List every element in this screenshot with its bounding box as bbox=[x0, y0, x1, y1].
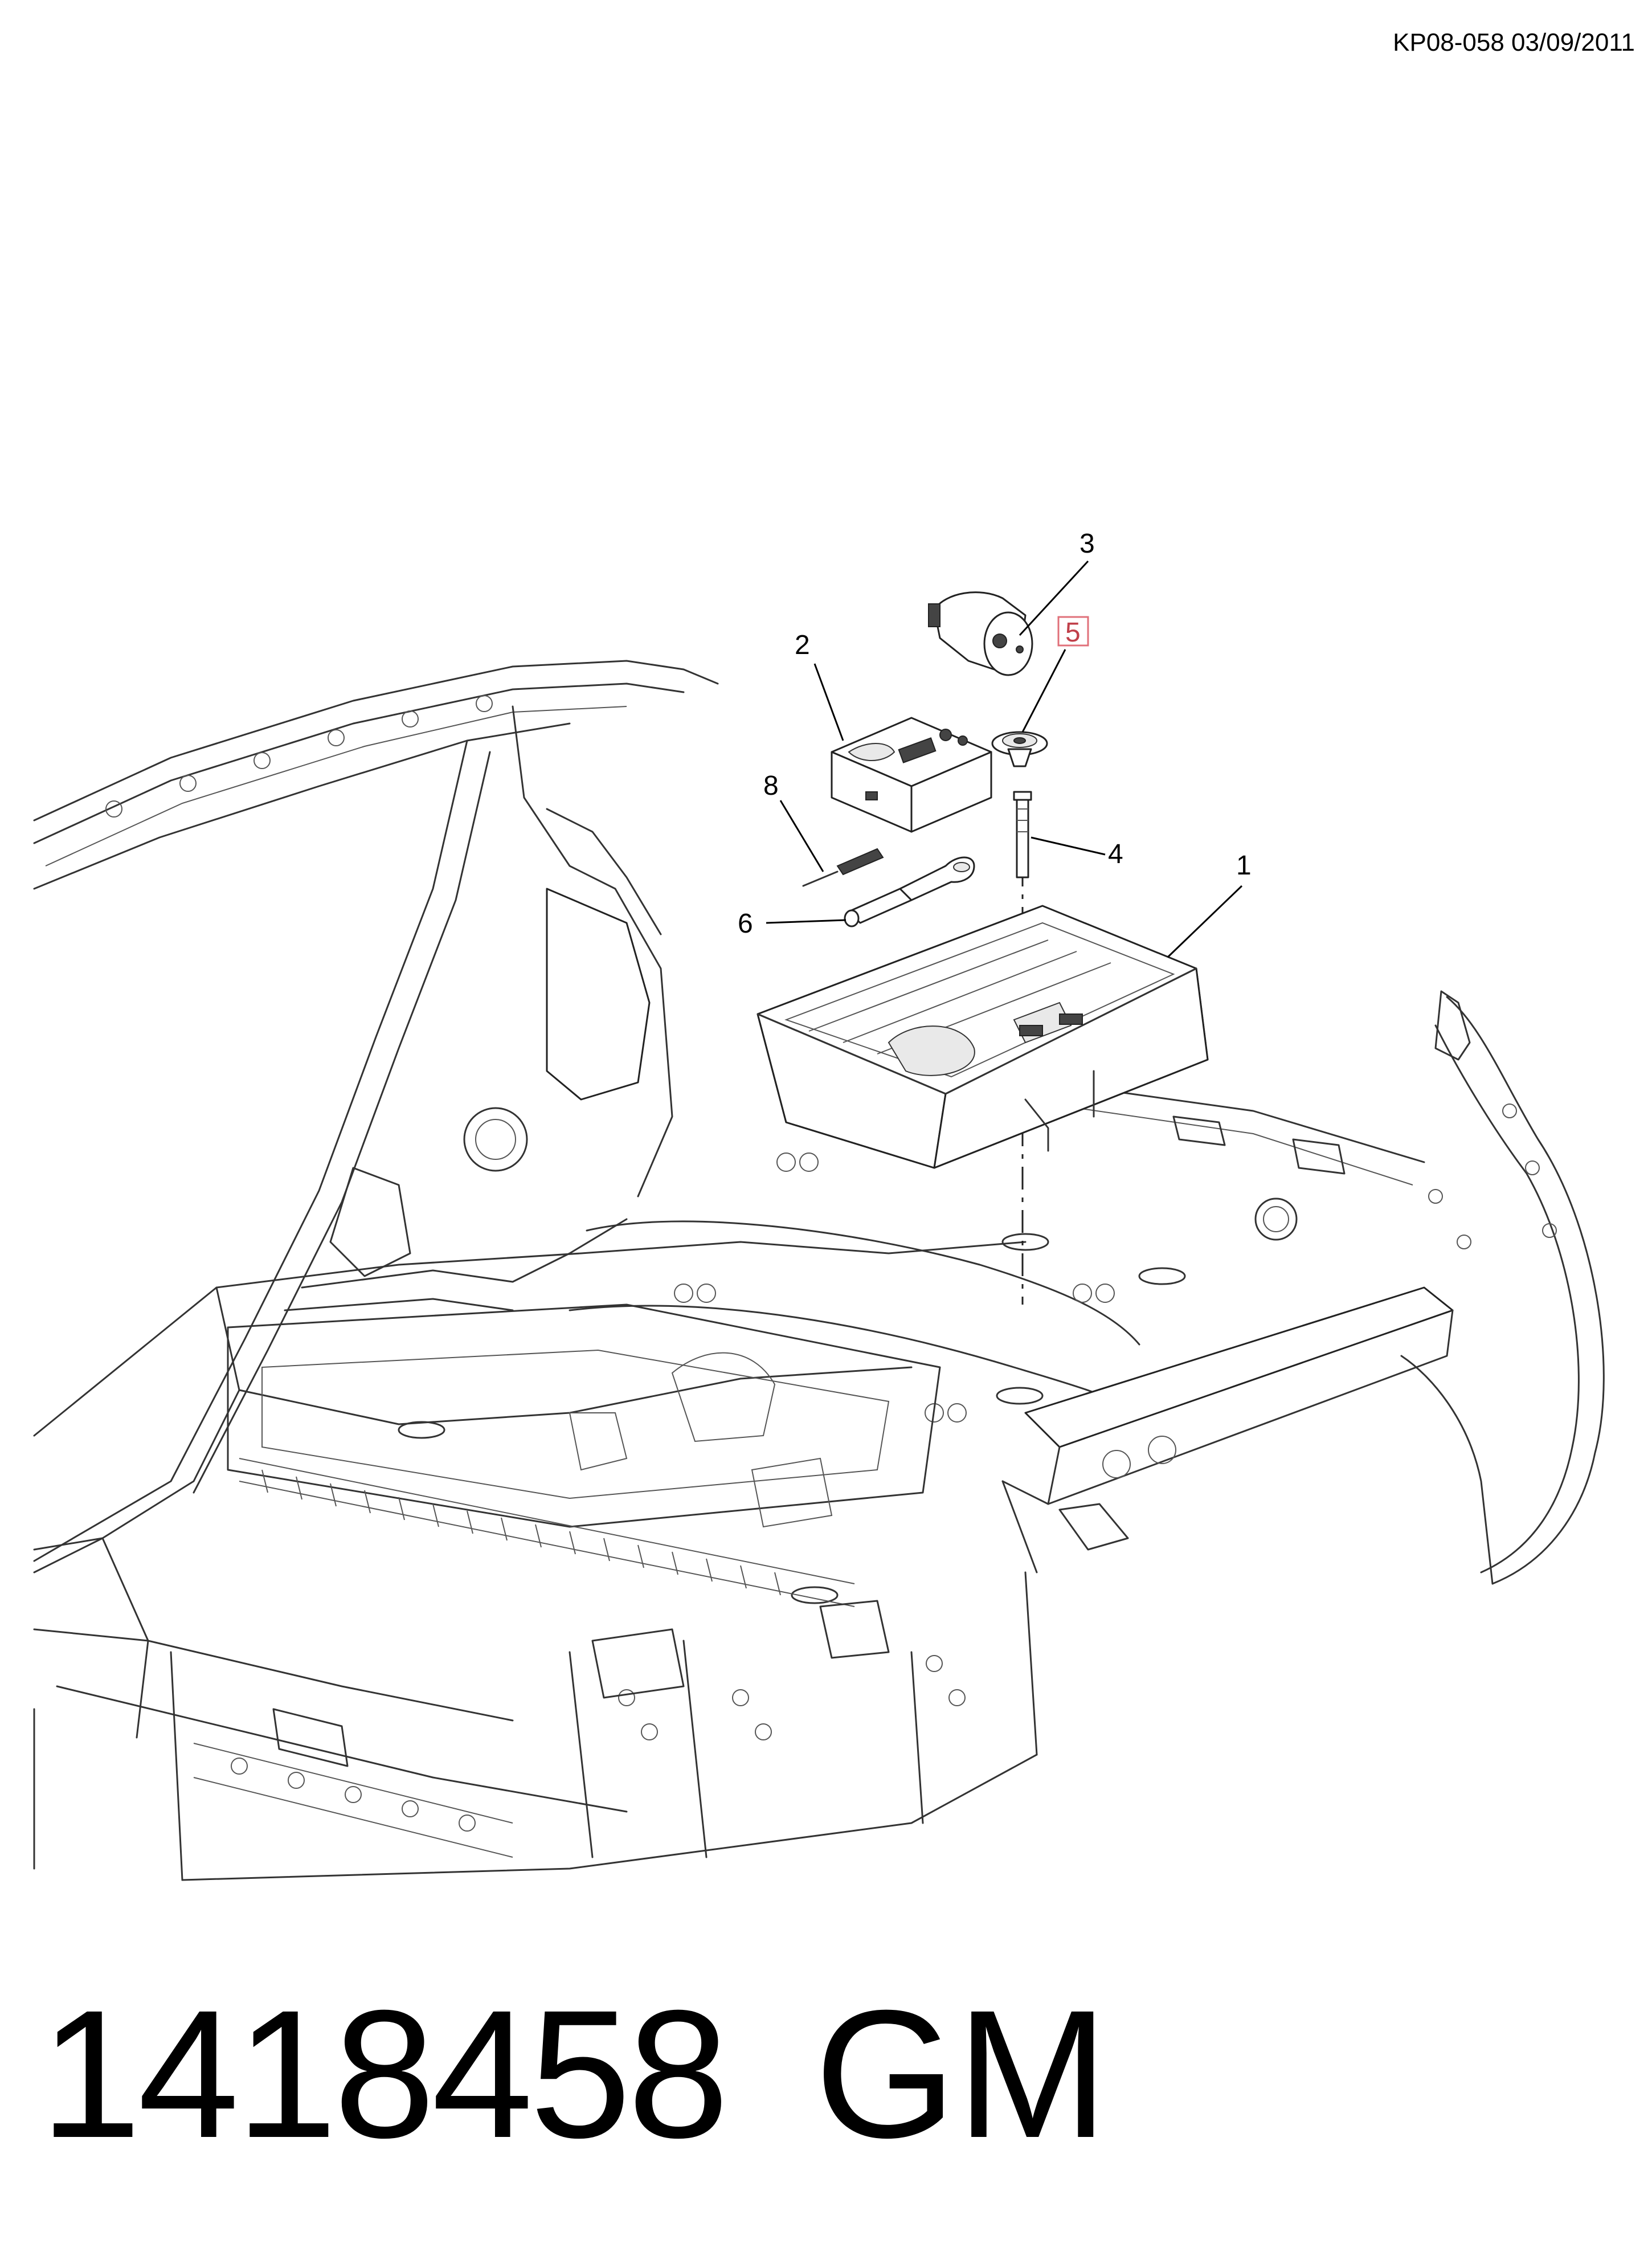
callout-6: 6 bbox=[738, 909, 753, 939]
leader-8 bbox=[779, 800, 824, 872]
callout-3: 3 bbox=[1079, 529, 1095, 559]
callout-labels: 1 2 3 4 5 6 8 bbox=[738, 529, 1252, 939]
part-6-tow-eye bbox=[844, 856, 975, 927]
leader-6 bbox=[766, 919, 847, 924]
vehicle-body-structure bbox=[33, 660, 1605, 1881]
callout-5: 5 bbox=[1065, 618, 1081, 648]
part-1-tray bbox=[757, 905, 1209, 1169]
callout-5-highlight-box bbox=[1057, 616, 1089, 647]
part-4-retainer-bolt bbox=[1013, 791, 1032, 878]
leader-4 bbox=[1031, 836, 1106, 856]
leader-1 bbox=[1167, 885, 1243, 958]
part-3-sealant-bottle bbox=[928, 591, 1033, 676]
callout-1: 1 bbox=[1236, 851, 1252, 881]
callout-leaders bbox=[766, 560, 1243, 958]
brand-name: GM bbox=[815, 1972, 1109, 2176]
part-8-screwdriver bbox=[802, 848, 884, 887]
callout-2: 2 bbox=[795, 630, 810, 660]
callout-4: 4 bbox=[1108, 839, 1123, 869]
leader-3 bbox=[1019, 560, 1089, 636]
part-number: 1418458 bbox=[40, 1972, 729, 2176]
part-5-retainer-nut bbox=[991, 731, 1048, 767]
exploded-parts-diagram: 1 2 3 4 5 6 8 bbox=[33, 529, 1605, 1881]
leader-2 bbox=[813, 663, 844, 741]
leader-5 bbox=[1021, 649, 1066, 733]
part-2-compressor bbox=[831, 717, 992, 833]
document-code: KP08-058 03/09/2011 bbox=[1393, 28, 1635, 56]
callout-8: 8 bbox=[763, 771, 779, 801]
